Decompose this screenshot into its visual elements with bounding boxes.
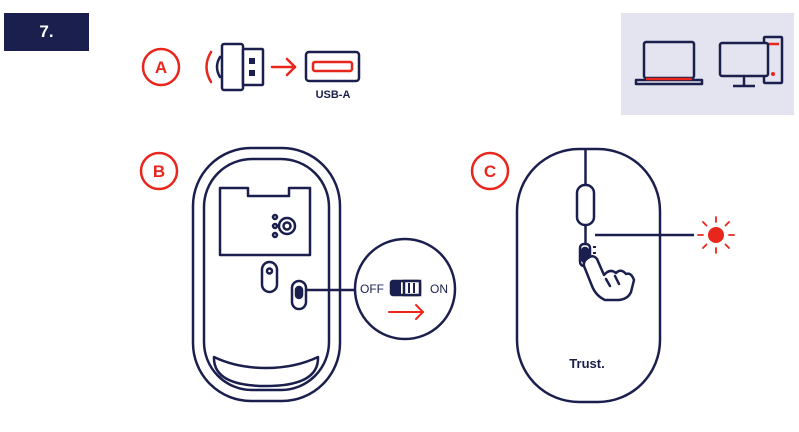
mouse-bottom-view: [191, 146, 342, 403]
wireless-signal-icon: [205, 50, 222, 84]
brand-logo: Trust.: [569, 356, 604, 371]
led-light-icon: [697, 216, 735, 254]
step-a-label: A: [155, 58, 167, 77]
step-c-marker: C: [470, 151, 510, 191]
slide-arrow-icon: [388, 304, 425, 320]
power-switch-icon: [389, 279, 422, 297]
arrow-right-icon: [270, 57, 297, 77]
desktop-computer-icon: [718, 35, 784, 88]
step-number-badge: 7.: [4, 13, 89, 51]
power-switch-callout: OFF ON: [353, 237, 457, 341]
switch-on-label: ON: [430, 282, 448, 296]
usb-a-label: USB-A: [316, 89, 351, 101]
step-c-label: C: [484, 162, 496, 181]
mouse-top-view: [515, 147, 662, 404]
step-number: 7.: [39, 22, 54, 41]
pointing-hand-icon: [582, 255, 636, 302]
usb-a-port-icon: [304, 50, 361, 83]
step-b-label: B: [153, 162, 165, 181]
step-a-marker: A: [141, 47, 181, 87]
laptop-icon: [634, 40, 704, 86]
step-b-marker: B: [139, 151, 179, 191]
usb-receiver-icon: [220, 42, 265, 92]
switch-off-label: OFF: [360, 282, 384, 296]
